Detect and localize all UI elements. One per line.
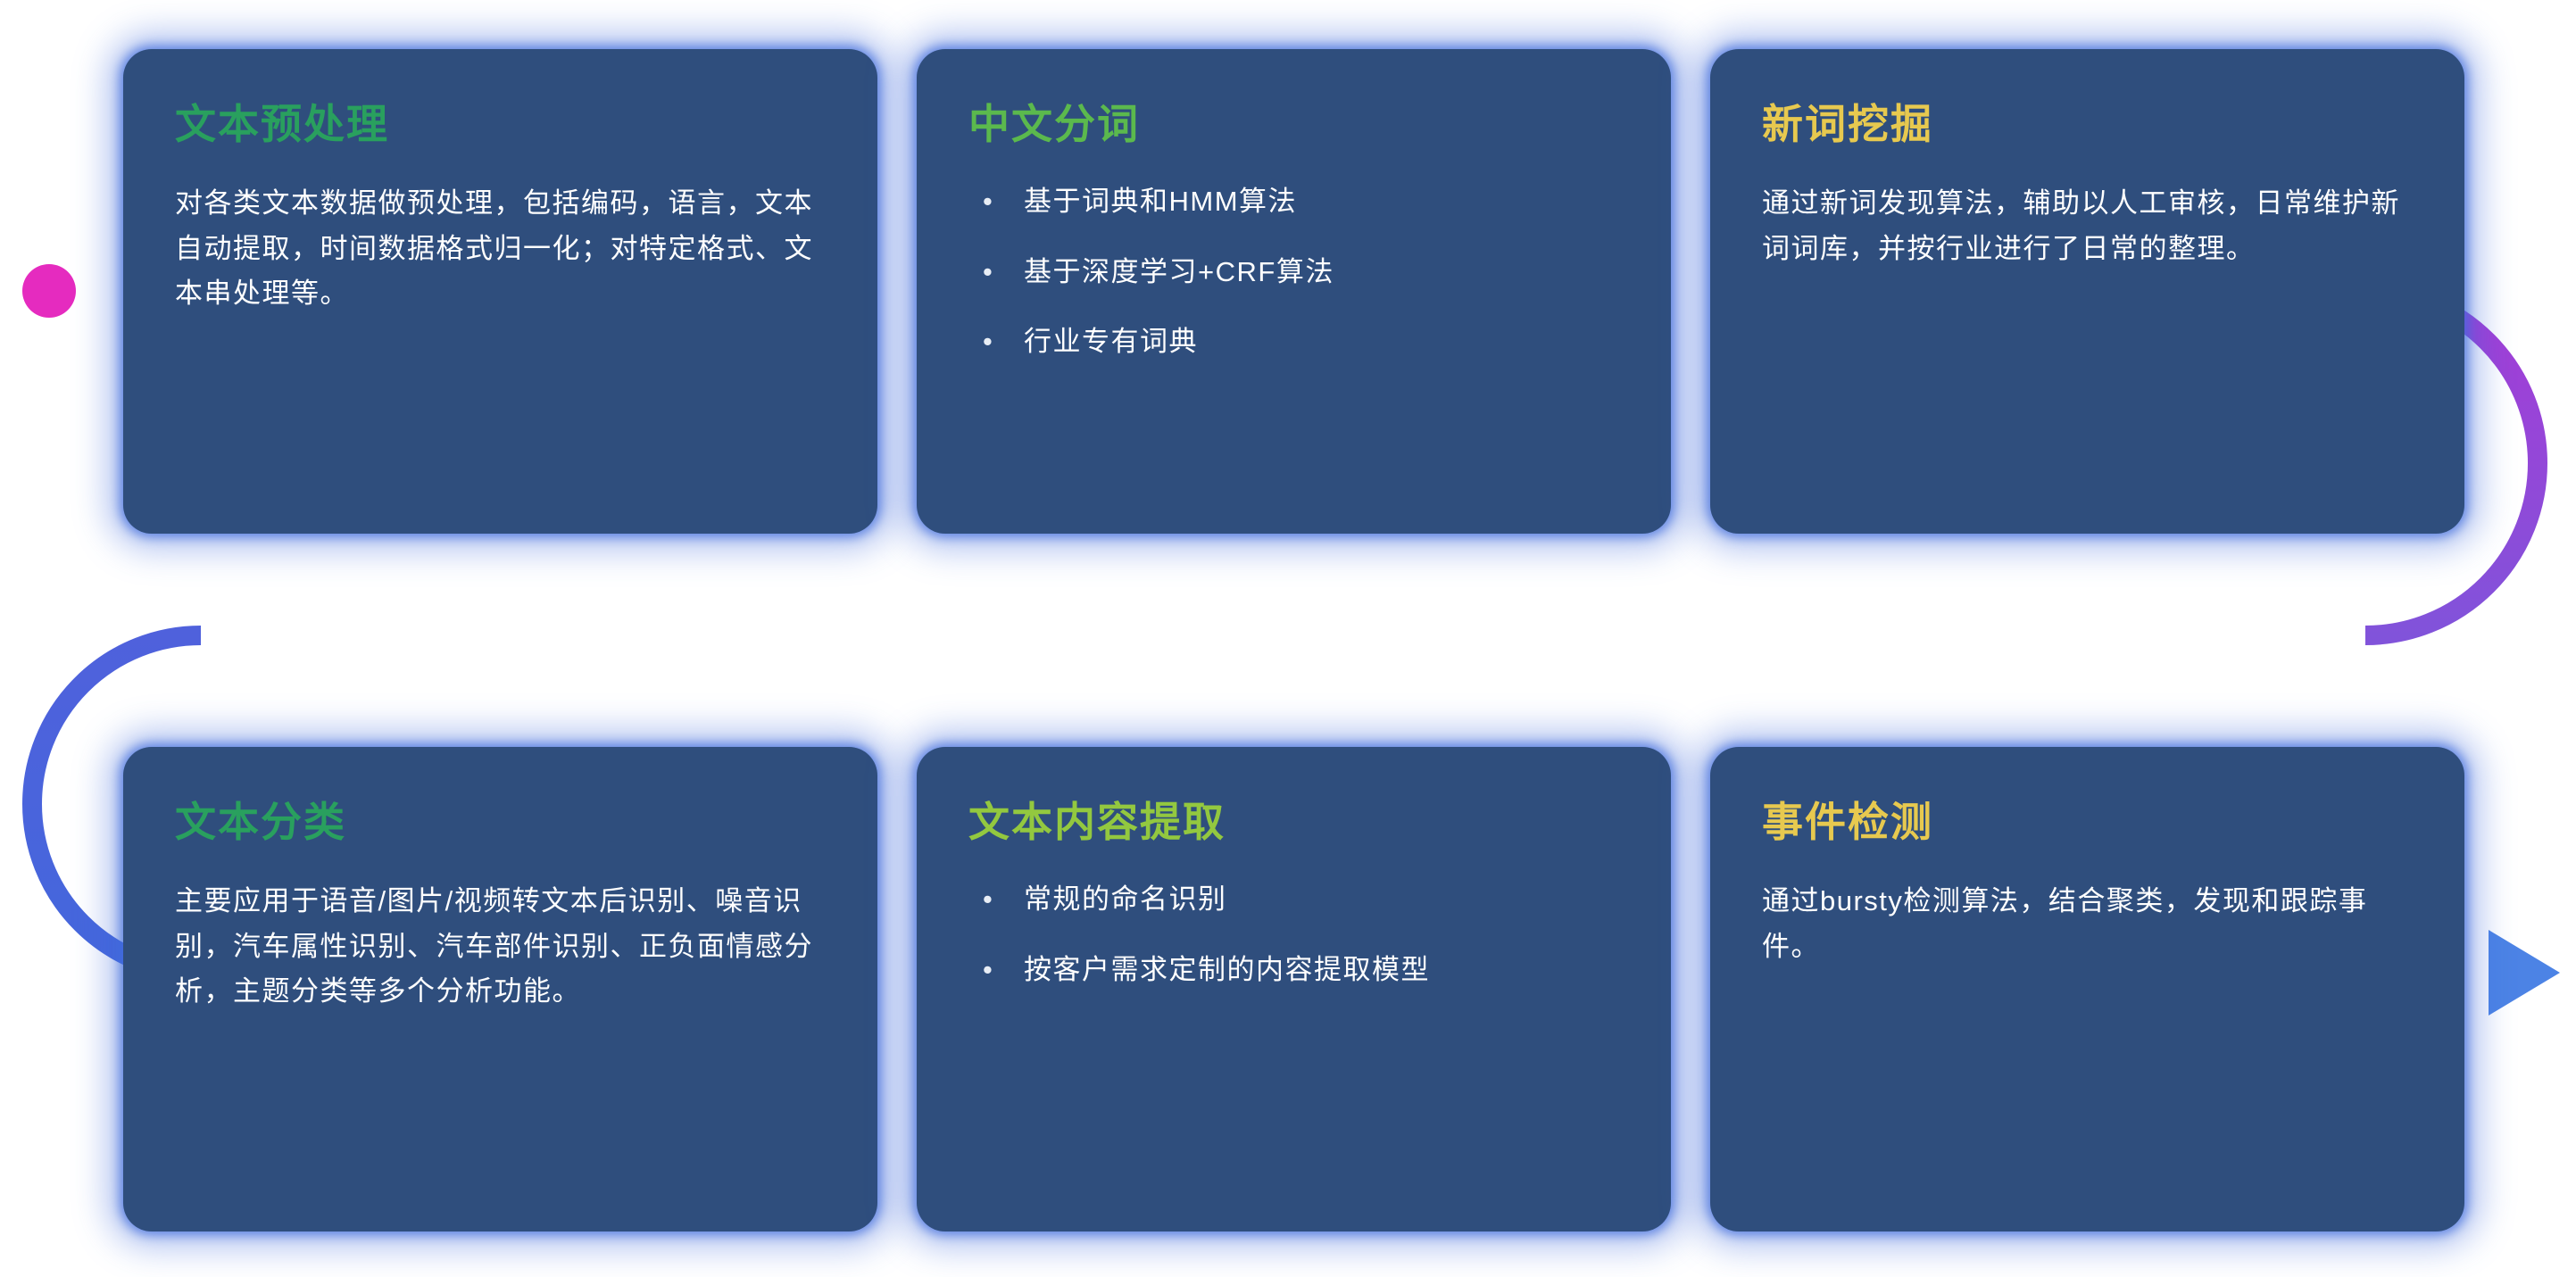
- card-title-text-classification: 文本分类: [175, 799, 346, 845]
- card-text-preprocessing: 文本预处理 对各类文本数据做预处理，包括编码，语言，文本自动提取，时间数据格式归…: [123, 49, 877, 534]
- card-row-bottom: 文本分类 主要应用于语音/图片/视频转文本后识别、噪音识别，汽车属性识别、汽车部…: [123, 747, 2464, 1231]
- card-body-new-word-mining: 通过新词发现算法，辅助以人工审核，日常维护新词词库，并按行业进行了日常的整理。: [1762, 187, 2400, 264]
- flow-start-dot: [22, 264, 76, 318]
- card-title-new-word-mining: 新词挖掘: [1762, 101, 1933, 147]
- flow-arrow-icon: [2489, 930, 2560, 1016]
- bullet-item: 基于词典和HMM算法: [977, 181, 1619, 223]
- card-title-event-detection: 事件检测: [1762, 799, 1933, 845]
- card-content-extraction: 文本内容提取 常规的命名识别 按客户需求定制的内容提取模型: [917, 747, 1671, 1231]
- bullet-item: 常规的命名识别: [977, 879, 1619, 921]
- bullet-item: 基于深度学习+CRF算法: [977, 252, 1619, 294]
- flow-line-left-turn: [22, 626, 202, 983]
- bullet-list-word-segmentation: 基于词典和HMM算法 基于深度学习+CRF算法 行业专有词典: [968, 181, 1619, 363]
- card-title-content-extraction: 文本内容提取: [968, 799, 1226, 845]
- card-chinese-word-segmentation: 中文分词 基于词典和HMM算法 基于深度学习+CRF算法 行业专有词典: [917, 49, 1671, 534]
- card-event-detection: 事件检测 通过bursty检测算法，结合聚类，发现和跟踪事件。: [1710, 747, 2464, 1231]
- card-title-word-segmentation: 中文分词: [968, 101, 1140, 147]
- card-body-event-detection: 通过bursty检测算法，结合聚类，发现和跟踪事件。: [1762, 885, 2368, 962]
- card-title-text-preprocessing: 文本预处理: [175, 101, 389, 147]
- card-text-classification: 文本分类 主要应用于语音/图片/视频转文本后识别、噪音识别，汽车属性识别、汽车部…: [123, 747, 877, 1231]
- card-new-word-mining: 新词挖掘 通过新词发现算法，辅助以人工审核，日常维护新词词库，并按行业进行了日常…: [1710, 49, 2464, 534]
- bullet-item: 按客户需求定制的内容提取模型: [977, 949, 1619, 991]
- bullet-list-content-extraction: 常规的命名识别 按客户需求定制的内容提取模型: [968, 879, 1619, 991]
- card-body-text-preprocessing: 对各类文本数据做预处理，包括编码，语言，文本自动提取，时间数据格式归一化；对特定…: [175, 187, 813, 310]
- card-body-text-classification: 主要应用于语音/图片/视频转文本后识别、噪音识别，汽车属性识别、汽车部件识别、正…: [175, 885, 813, 1008]
- bullet-item: 行业专有词典: [977, 321, 1619, 363]
- card-row-top: 文本预处理 对各类文本数据做预处理，包括编码，语言，文本自动提取，时间数据格式归…: [123, 49, 2464, 534]
